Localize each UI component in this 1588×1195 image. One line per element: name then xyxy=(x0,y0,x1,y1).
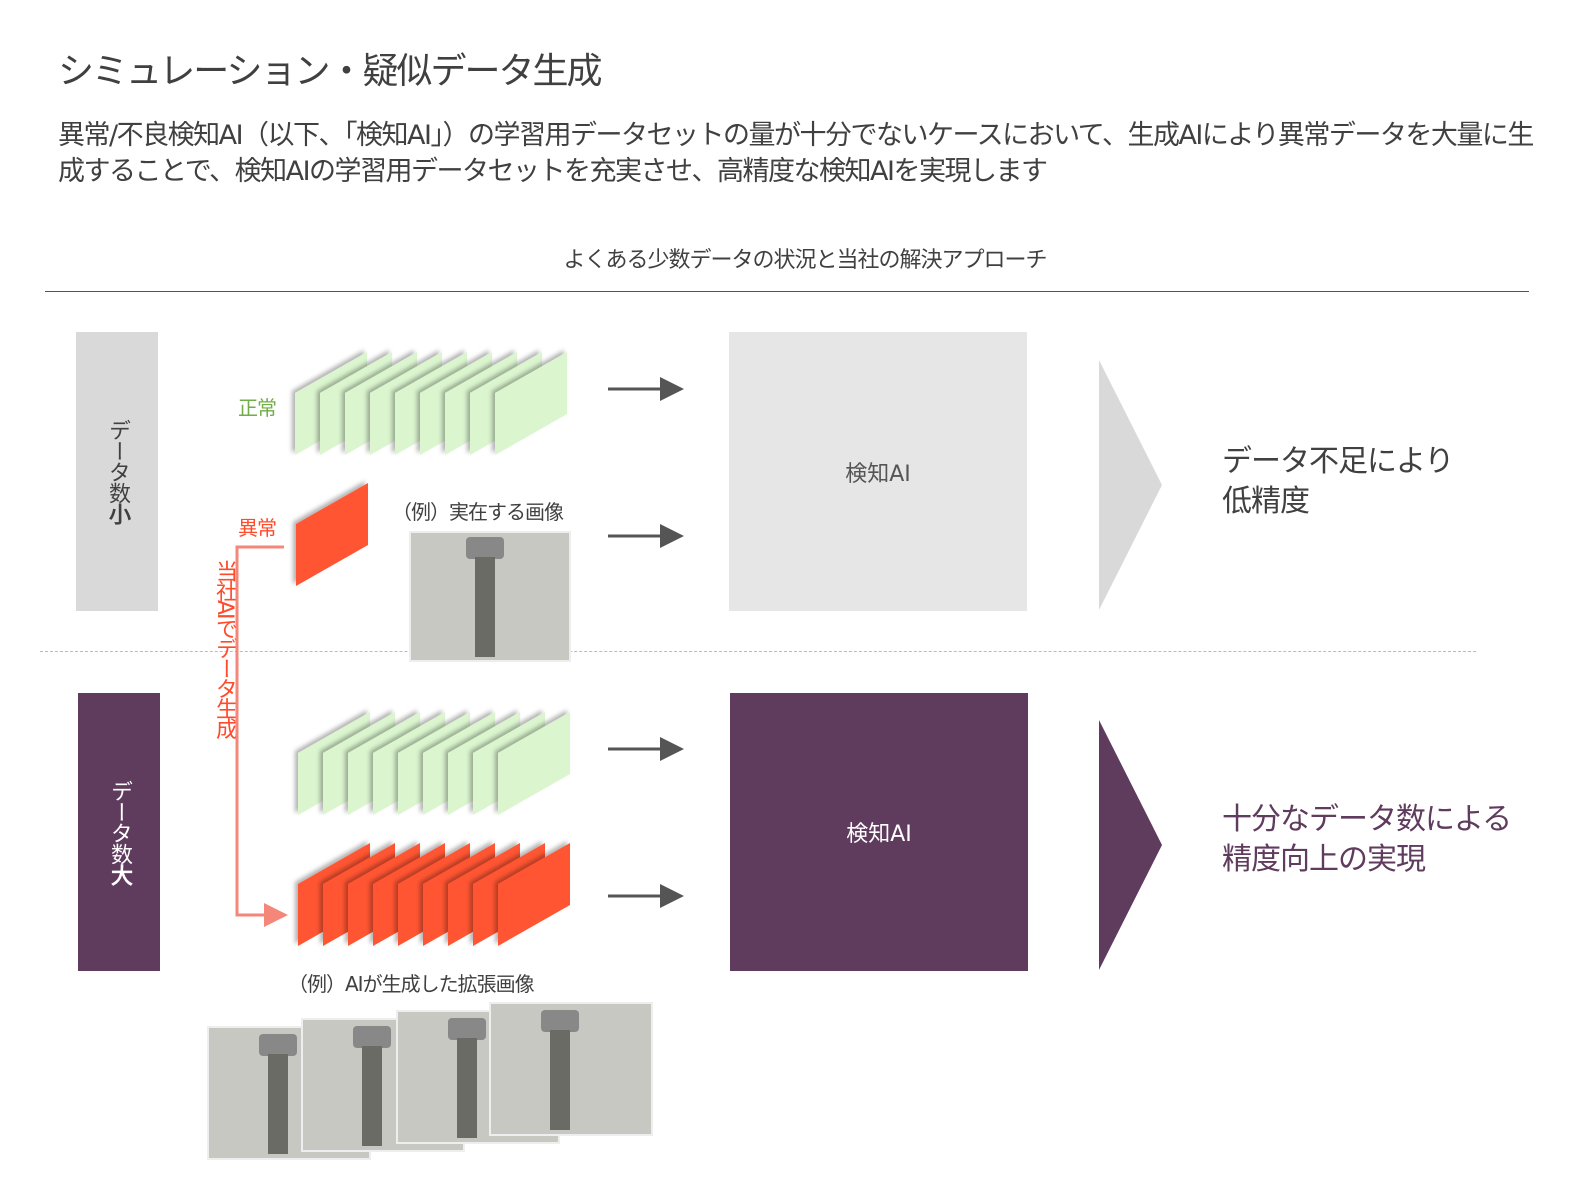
bolt-image xyxy=(259,1034,297,1154)
side-label-text: データ数 xyxy=(107,779,132,864)
detection-ai-box: 検知AI xyxy=(729,332,1027,611)
page-title: シミュレーション・疑似データ生成 xyxy=(58,51,603,92)
generated-bolt-photo xyxy=(489,1002,653,1136)
anomaly-label: 異常 xyxy=(238,516,277,540)
data-card xyxy=(495,352,567,455)
real-image-caption: （例）実在する画像 xyxy=(392,500,564,524)
detection-ai-label: 検知AI xyxy=(845,461,911,487)
data-card xyxy=(296,483,368,586)
generated-image-caption: （例）AIが生成した拡張画像 xyxy=(288,972,535,996)
divider xyxy=(45,291,1529,292)
normal-label: 正常 xyxy=(238,396,277,420)
anomaly-data-stack-generated xyxy=(298,843,570,946)
side-label-text: データ数 xyxy=(105,419,130,503)
normal-data-stack-large xyxy=(298,712,570,815)
section-subtitle: よくある少数データの状況と当社の解決アプローチ xyxy=(563,248,1047,273)
data-card xyxy=(498,712,570,815)
detection-ai-box-improved: 検知AI xyxy=(730,693,1028,971)
chevron-right-icon xyxy=(1099,720,1162,970)
side-label-large-data: データ数大 xyxy=(78,693,160,971)
generation-label: 当社AIでデータ生成 xyxy=(212,560,237,738)
generation-arrow-icon xyxy=(235,545,288,927)
bolt-image xyxy=(466,537,504,657)
normal-data-stack xyxy=(295,352,567,455)
bolt-photo xyxy=(409,531,571,662)
page-description: 異常/不良検知AI（以下、「検知AI」）の学習用データセットの量が十分でないケー… xyxy=(58,120,1534,187)
detection-ai-label: 検知AI xyxy=(846,822,912,847)
data-card xyxy=(498,843,570,946)
chevron-right-icon xyxy=(1099,360,1162,610)
bolt-image xyxy=(541,1010,579,1130)
result-line: 十分なデータ数による xyxy=(1222,802,1512,837)
side-label-bold: 大 xyxy=(107,863,132,885)
anomaly-data-single xyxy=(296,483,368,586)
result-high-accuracy: 十分なデータ数による 精度向上の実現 xyxy=(1222,800,1512,880)
result-line: データ不足により xyxy=(1222,444,1454,479)
result-line: 低精度 xyxy=(1222,484,1310,519)
side-label-small-data: データ数小 xyxy=(76,332,158,611)
bolt-image xyxy=(353,1026,391,1146)
dashed-divider xyxy=(40,651,1476,652)
bolt-image xyxy=(448,1018,486,1138)
result-line: 精度向上の実現 xyxy=(1222,842,1426,877)
side-label-bold: 小 xyxy=(105,503,130,524)
result-low-accuracy: データ不足により 低精度 xyxy=(1222,442,1454,522)
